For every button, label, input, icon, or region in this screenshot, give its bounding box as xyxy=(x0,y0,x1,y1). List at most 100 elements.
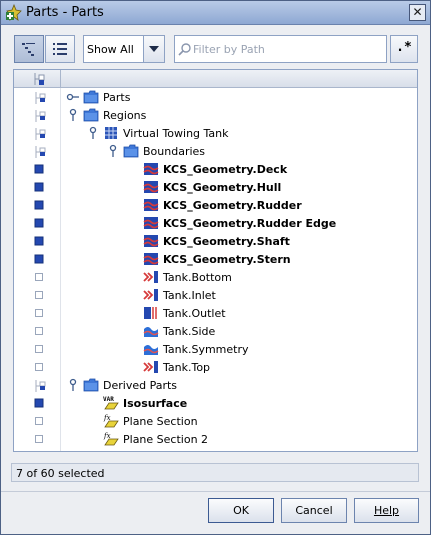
tree-node[interactable]: KCS_Geometry.Deck xyxy=(126,161,287,177)
tree-node[interactable]: KCS_Geometry.Rudder xyxy=(126,197,302,213)
partial-visibility-checkbox[interactable] xyxy=(34,110,46,125)
tree-node[interactable]: KCS_Geometry.Rudder Edge xyxy=(126,215,336,231)
visibility-checkbox[interactable] xyxy=(34,236,44,249)
dropdown-arrow[interactable] xyxy=(143,36,164,62)
visibility-checkbox[interactable] xyxy=(34,200,44,213)
tree-node-label: Boundaries xyxy=(143,144,206,158)
ok-button[interactable]: OK xyxy=(208,498,274,523)
tree-view-button[interactable] xyxy=(14,35,44,63)
visibility-checkbox[interactable] xyxy=(34,434,44,447)
tree-row[interactable]: fx Plane Section 2 xyxy=(14,430,417,448)
tree-node[interactable]: Derived Parts xyxy=(66,377,177,393)
visibility-checkbox[interactable] xyxy=(34,218,44,231)
expand-toggle-icon[interactable] xyxy=(66,89,80,105)
tree-row[interactable]: Derived Parts xyxy=(14,376,417,394)
title-bar[interactable]: Parts - Parts ✕ xyxy=(1,1,430,25)
visibility-checkbox[interactable] xyxy=(34,254,44,267)
tree-spacer xyxy=(126,269,140,285)
tree-node[interactable]: Tank.Side xyxy=(126,323,215,339)
visibility-checkbox[interactable] xyxy=(34,416,44,429)
expand-toggle-icon[interactable] xyxy=(86,125,100,141)
svg-text:VAR: VAR xyxy=(103,396,114,403)
expand-toggle-icon[interactable] xyxy=(66,377,80,393)
tree-node-label: Parts xyxy=(103,90,131,104)
tree-spacer xyxy=(126,215,140,231)
tree-node-label: Plane Section 2 xyxy=(123,432,209,446)
tree-row[interactable]: KCS_Geometry.Shaft xyxy=(14,232,417,250)
tree-row[interactable]: Tank.Bottom xyxy=(14,268,417,286)
tree-node[interactable]: Tank.Outlet xyxy=(126,305,226,321)
tree-row[interactable]: VAR Isosurface xyxy=(14,394,417,412)
svg-text:fx: fx xyxy=(103,432,111,440)
tree-node[interactable]: Parts xyxy=(66,89,130,105)
close-icon: ✕ xyxy=(412,5,423,19)
filter-input[interactable] xyxy=(193,41,383,57)
tree-row[interactable]: KCS_Geometry.Deck xyxy=(14,160,417,178)
expand-toggle-icon[interactable] xyxy=(106,143,120,159)
expand-toggle-icon[interactable] xyxy=(66,107,80,123)
partial-visibility-checkbox[interactable] xyxy=(34,380,46,395)
tree-row[interactable]: Tank.Symmetry xyxy=(14,340,417,358)
tree-row[interactable]: Tank.Side xyxy=(14,322,417,340)
filter-by-path-field[interactable] xyxy=(174,35,387,63)
cancel-button[interactable]: Cancel xyxy=(281,498,347,523)
tree-row[interactable]: Tank.Outlet xyxy=(14,304,417,322)
tree-node-label: KCS_Geometry.Deck xyxy=(163,162,288,176)
tree-node[interactable]: Tank.Symmetry xyxy=(126,341,249,357)
list-view-icon xyxy=(53,43,67,55)
visibility-checkbox[interactable] xyxy=(34,326,44,339)
tree-node[interactable]: Tank.Bottom xyxy=(126,269,232,285)
tree-row[interactable]: Virtual Towing Tank xyxy=(14,124,417,142)
tree-row[interactable]: Boundaries xyxy=(14,142,417,160)
visibility-checkbox[interactable] xyxy=(34,344,44,357)
tree-spacer xyxy=(126,179,140,195)
tree-node[interactable]: Tank.Top xyxy=(126,359,210,375)
folder-icon xyxy=(83,107,99,123)
tree-node[interactable]: VAR Isosurface xyxy=(86,395,187,411)
visibility-checkbox[interactable] xyxy=(34,164,44,177)
help-button[interactable]: Help xyxy=(354,498,419,523)
tree-row[interactable]: Tank.Top xyxy=(14,358,417,376)
tree-row[interactable]: KCS_Geometry.Hull xyxy=(14,178,417,196)
partial-visibility-checkbox[interactable] xyxy=(34,128,46,143)
tree-node[interactable]: fx Plane Section 2 xyxy=(86,431,208,447)
tree-node[interactable]: KCS_Geometry.Stern xyxy=(126,251,291,267)
svg-text:fx: fx xyxy=(103,414,111,422)
close-button[interactable]: ✕ xyxy=(409,4,426,21)
tree-node[interactable]: Boundaries xyxy=(106,143,205,159)
visibility-checkbox[interactable] xyxy=(34,398,44,411)
plane-section-icon: fx xyxy=(103,431,119,447)
visibility-checkbox[interactable] xyxy=(34,308,44,321)
visibility-checkbox[interactable] xyxy=(34,362,44,375)
tree-node-label: Tank.Bottom xyxy=(163,270,232,284)
tree-node-label: Isosurface xyxy=(123,396,188,410)
tree-spacer xyxy=(126,305,140,321)
partial-visibility-checkbox[interactable] xyxy=(34,92,46,107)
tree-row[interactable]: Tank.Inlet xyxy=(14,286,417,304)
show-filter-dropdown[interactable]: Show All xyxy=(83,35,165,63)
tree-row[interactable]: KCS_Geometry.Rudder xyxy=(14,196,417,214)
list-view-button[interactable] xyxy=(45,35,75,63)
partial-visibility-checkbox[interactable] xyxy=(34,146,46,161)
show-filter-value: Show All xyxy=(87,43,134,56)
tree-node[interactable]: KCS_Geometry.Hull xyxy=(126,179,281,195)
wall-boundary-icon xyxy=(143,251,159,267)
plane-section-icon: fx xyxy=(103,413,119,429)
visibility-checkbox[interactable] xyxy=(34,290,44,303)
visibility-checkbox[interactable] xyxy=(34,272,44,285)
visibility-checkbox[interactable] xyxy=(34,182,44,195)
tree-row[interactable]: Parts xyxy=(14,88,417,106)
tree-row[interactable]: KCS_Geometry.Stern xyxy=(14,250,417,268)
tree-node[interactable]: Virtual Towing Tank xyxy=(86,125,229,141)
tree-node[interactable]: Regions xyxy=(66,107,146,123)
tree-node[interactable]: KCS_Geometry.Shaft xyxy=(126,233,290,249)
tree-spacer xyxy=(86,395,100,411)
regex-toggle-button[interactable]: .* xyxy=(390,35,418,63)
tree-node[interactable]: Tank.Inlet xyxy=(126,287,216,303)
tree-row[interactable]: KCS_Geometry.Rudder Edge xyxy=(14,214,417,232)
tree-row[interactable]: Regions xyxy=(14,106,417,124)
